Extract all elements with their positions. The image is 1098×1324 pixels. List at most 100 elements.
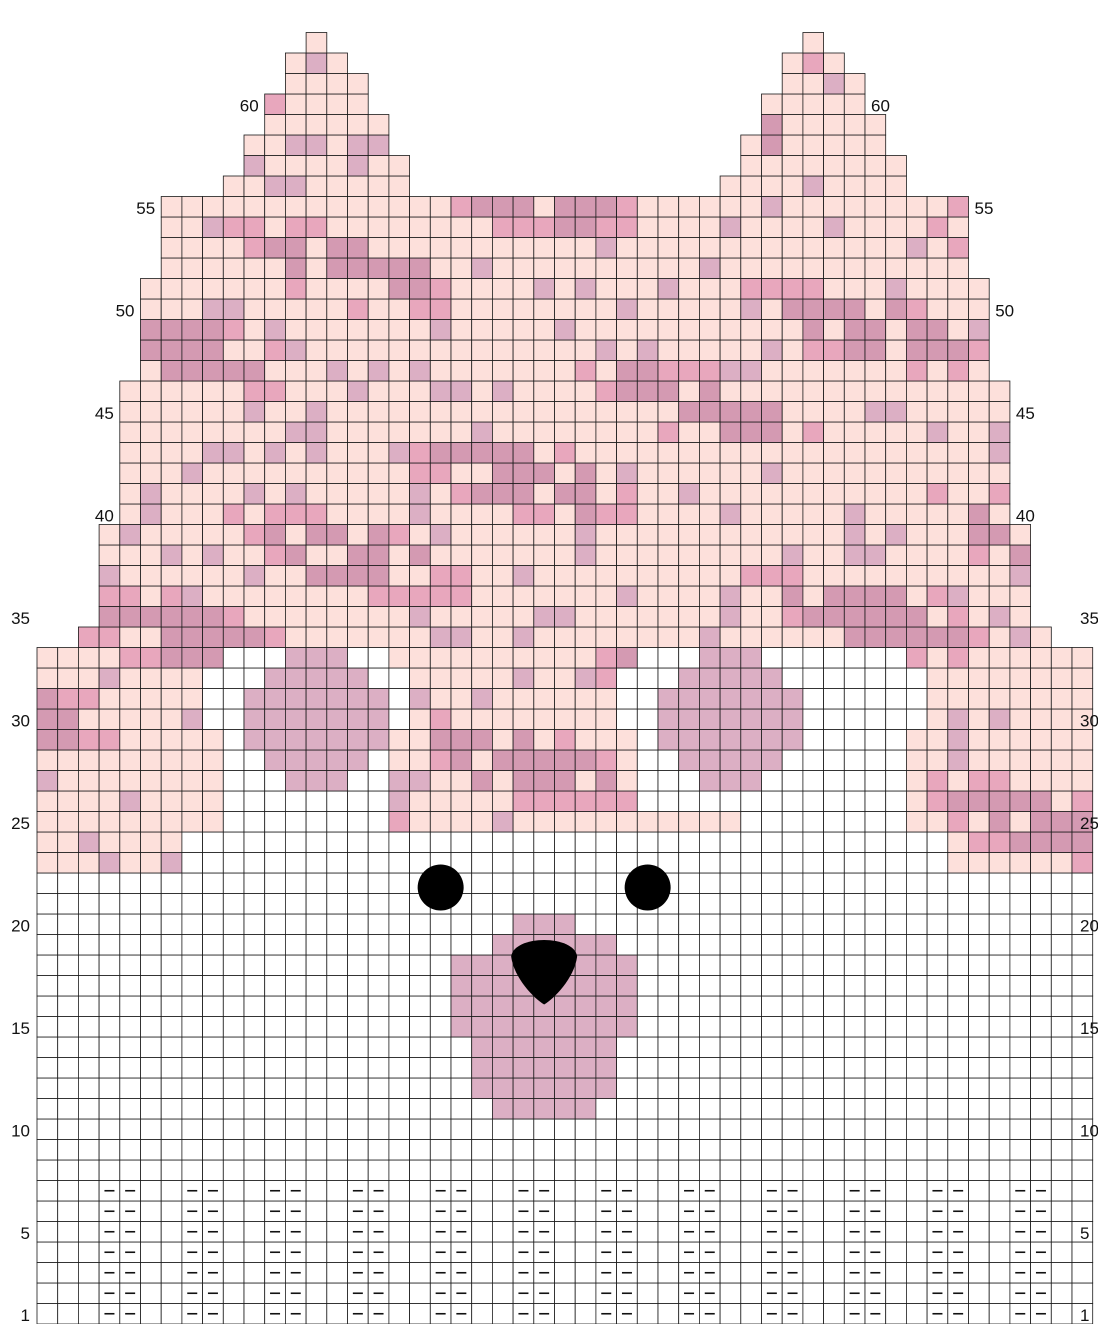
- stitch-cell: [368, 853, 389, 874]
- stitch-cell: [803, 545, 824, 566]
- stitch-cell: [741, 996, 762, 1017]
- stitch-cell: [265, 1160, 286, 1181]
- stitch-cell: [699, 299, 720, 320]
- stitch-cell: [824, 873, 845, 894]
- stitch-cell: [306, 996, 327, 1017]
- stitch-cell: [368, 791, 389, 812]
- stitch-cell: [410, 566, 431, 587]
- stitch-cell: [720, 996, 741, 1017]
- stitch-cell: [906, 1119, 927, 1140]
- stitch-cell: [120, 402, 141, 423]
- stitch-cell: [844, 607, 865, 628]
- stitch-cell: [37, 976, 58, 997]
- stitch-cell: [555, 422, 576, 443]
- stitch-cell: [637, 545, 658, 566]
- stitch-cell: [782, 812, 803, 833]
- stitch-cell: [969, 976, 990, 997]
- stitch-cell: [244, 443, 265, 464]
- stitch-cell: [844, 115, 865, 136]
- stitch-cell: [37, 1222, 58, 1243]
- stitch-cell: [244, 689, 265, 710]
- stitch-cell: [472, 1099, 493, 1120]
- stitch-cell: [865, 238, 886, 259]
- stitch-cell: [803, 1181, 824, 1202]
- left-eye: [418, 865, 464, 911]
- stitch-cell: [679, 258, 700, 279]
- stitch-cell: [844, 279, 865, 300]
- stitch-cell: [596, 853, 617, 874]
- stitch-cell: [865, 689, 886, 710]
- stitch-cell: [1051, 668, 1072, 689]
- stitch-cell: [741, 689, 762, 710]
- stitch-cell: [99, 976, 120, 997]
- stitch-cell: [368, 525, 389, 546]
- stitch-cell: [389, 627, 410, 648]
- stitch-cell: [430, 217, 451, 238]
- stitch-cell: [534, 340, 555, 361]
- stitch-cell: [782, 1078, 803, 1099]
- stitch-cell: [658, 299, 679, 320]
- stitch-cell: [513, 258, 534, 279]
- stitch-cell: [720, 955, 741, 976]
- stitch-cell: [720, 1160, 741, 1181]
- stitch-cell: [989, 791, 1010, 812]
- stitch-cell: [203, 914, 224, 935]
- stitch-cell: [368, 914, 389, 935]
- stitch-cell: [368, 832, 389, 853]
- stitch-cell: [534, 791, 555, 812]
- stitch-cell: [430, 791, 451, 812]
- stitch-cell: [658, 996, 679, 1017]
- stitch-cell: [575, 689, 596, 710]
- stitch-cell: [513, 484, 534, 505]
- stitch-cell: [865, 279, 886, 300]
- stitch-cell: [948, 771, 969, 792]
- stitch-cell: [492, 1304, 513, 1324]
- stitch-cell: [596, 791, 617, 812]
- stitch-cell: [472, 832, 493, 853]
- stitch-cell: [803, 1304, 824, 1324]
- stitch-cell: [741, 1017, 762, 1038]
- stitch-cell: [927, 299, 948, 320]
- stitch-cell: [306, 750, 327, 771]
- stitch-cell: [534, 504, 555, 525]
- stitch-cell: [285, 1119, 306, 1140]
- stitch-cell: [534, 1058, 555, 1079]
- stitch-cell: [1010, 730, 1031, 751]
- stitch-cell: [1031, 1099, 1052, 1120]
- stitch-cell: [306, 791, 327, 812]
- stitch-cell: [285, 279, 306, 300]
- stitch-cell: [699, 607, 720, 628]
- stitch-cell: [161, 238, 182, 259]
- stitch-cell: [927, 771, 948, 792]
- stitch-cell: [555, 996, 576, 1017]
- stitch-cell: [741, 750, 762, 771]
- stitch-cell: [989, 1140, 1010, 1161]
- stitch-cell: [430, 668, 451, 689]
- stitch-cell: [472, 258, 493, 279]
- stitch-cell: [865, 976, 886, 997]
- stitch-cell: [596, 217, 617, 238]
- stitch-cell: [617, 381, 638, 402]
- stitch-cell: [989, 1119, 1010, 1140]
- stitch-cell: [368, 176, 389, 197]
- stitch-cell: [741, 422, 762, 443]
- stitch-cell: [906, 586, 927, 607]
- stitch-cell: [865, 217, 886, 238]
- stitch-cell: [1051, 1263, 1072, 1284]
- stitch-cell: [844, 1140, 865, 1161]
- stitch-cell: [762, 299, 783, 320]
- stitch-cell: [58, 1017, 79, 1038]
- stitch-cell: [120, 504, 141, 525]
- stitch-cell: [989, 463, 1010, 484]
- stitch-cell: [741, 853, 762, 874]
- stitch-cell: [824, 402, 845, 423]
- stitch-cell: [161, 771, 182, 792]
- stitch-cell: [182, 812, 203, 833]
- stitch-cell: [824, 1263, 845, 1284]
- stitch-cell: [348, 914, 369, 935]
- stitch-cell: [141, 1160, 162, 1181]
- stitch-cell: [348, 894, 369, 915]
- stitch-cell: [969, 709, 990, 730]
- stitch-cell: [762, 258, 783, 279]
- stitch-cell: [596, 545, 617, 566]
